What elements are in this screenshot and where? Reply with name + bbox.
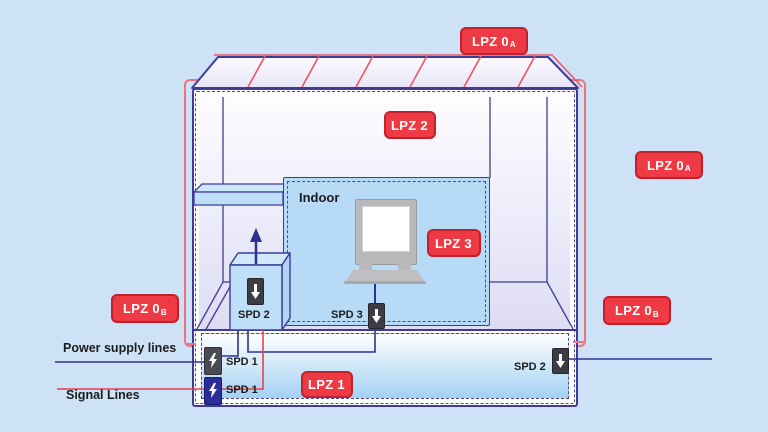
frame-corner-right — [573, 341, 584, 343]
lpz3-badge: LPZ 3 — [427, 229, 481, 257]
lightning-bolt-icon — [209, 383, 217, 398]
spd3-label: SPD 3 — [331, 309, 363, 321]
floor-divider-line — [192, 329, 578, 331]
spd1-signal-device — [204, 377, 222, 405]
lightning-bolt-icon — [209, 353, 217, 368]
power-lines — [55, 326, 712, 363]
computer-keyboard — [346, 270, 424, 281]
down-arrow-icon — [372, 309, 381, 323]
monitor-foot-left — [359, 264, 372, 270]
spd2-right-device — [552, 348, 569, 374]
device-cable — [374, 284, 376, 304]
keyboard-base — [344, 281, 426, 284]
down-arrow-icon — [251, 284, 260, 299]
signal-lines-label: Signal Lines — [66, 388, 140, 402]
indoor-room-dashed — [287, 181, 486, 322]
building-shield-dashed — [195, 91, 575, 404]
signal-lines-wire — [57, 330, 264, 390]
spd1-power-device — [204, 347, 222, 375]
equipotential-up-arrow — [250, 228, 262, 264]
spd2-cabinet-label: SPD 2 — [238, 309, 270, 321]
indoor-label: Indoor — [299, 190, 340, 205]
cable-duct-beam — [192, 183, 293, 206]
spd2-cabinet-device — [247, 278, 264, 305]
lpz1-badge: LPZ 1 — [301, 371, 353, 398]
lpz2-badge: LPZ 2 — [384, 111, 436, 139]
frame-corner-left — [185, 343, 196, 345]
power-supply-lines-label: Power supply lines — [63, 341, 177, 355]
air-termination-mesh — [214, 54, 583, 88]
spd1-power-label: SPD 1 — [226, 356, 258, 368]
computer-screen — [362, 206, 410, 252]
spd3-device — [368, 303, 385, 329]
spd1-signal-label: SPD 1 — [226, 384, 258, 396]
monitor-foot-right — [398, 264, 411, 270]
down-arrow-icon — [556, 354, 565, 368]
spd2-right-label: SPD 2 — [514, 361, 546, 373]
